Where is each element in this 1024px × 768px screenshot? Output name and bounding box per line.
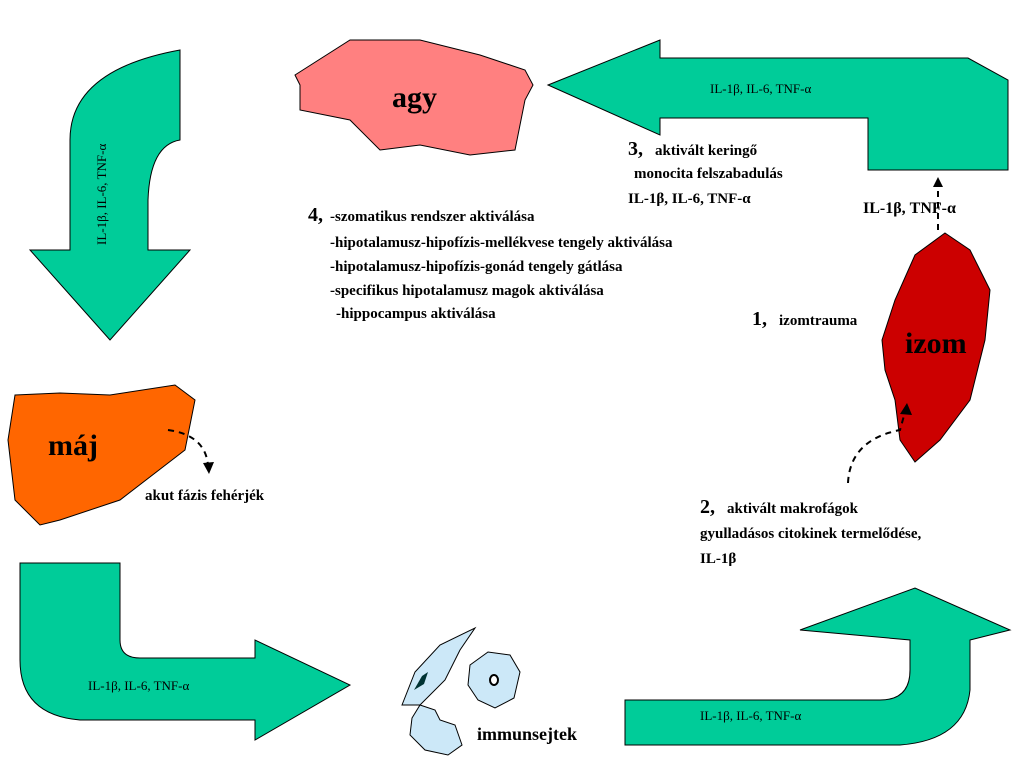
- step-4-item: -hippocampus aktiválása: [336, 306, 496, 322]
- immune-cell-irregular: [409, 704, 463, 756]
- step-4-item: -hipotalamusz-hipofízis-mellékvese tenge…: [330, 235, 673, 251]
- step-1: 1, izomtrauma: [752, 308, 858, 330]
- step-2-line3: IL-1β: [700, 551, 736, 567]
- immune-cells: [401, 626, 521, 756]
- arrow-bottom-left: [19, 562, 352, 741]
- dashed-arrow-makrofag-to-muscle: [847, 403, 912, 484]
- muscle-label: izom: [905, 327, 967, 360]
- liver-shape: [7, 384, 196, 526]
- arrow-top-right: [546, 39, 1009, 171]
- arrow-left-vertical-label: IL-1β, IL-6, TNF-α: [94, 144, 109, 245]
- liver-label: máj: [48, 429, 98, 462]
- step-4-number: 4,: [308, 204, 323, 226]
- immune-label: immunsejtek: [477, 724, 577, 744]
- step-4-line1: -szomatikus rendszer aktiválása: [330, 209, 535, 225]
- step-4-item: -hipotalamusz-hipofízis-gonád tengely gá…: [330, 259, 623, 275]
- muscle-shape: [881, 232, 991, 463]
- step-1-text: izomtrauma: [779, 313, 858, 329]
- step-2: 2, aktivált makrofágok gyulladásos citok…: [700, 496, 921, 567]
- dashed-arrow-muscle-to-arrow: [933, 177, 943, 230]
- muscle-out-label: IL-1β, TNF-α: [863, 200, 956, 217]
- brain-shape: [294, 39, 534, 156]
- step-2-number: 2,: [700, 496, 715, 518]
- liver-out-label: akut fázis fehérjék: [145, 488, 265, 504]
- immune-cell-elongated: [401, 626, 477, 706]
- step-4: 4, -szomatikus rendszer aktiválása -hipo…: [308, 204, 673, 322]
- step-3-number: 3,: [628, 138, 643, 160]
- arrow-bottom-left-label: IL-1β, IL-6, TNF-α: [88, 678, 189, 693]
- step-3: 3, aktivált keringő monocita felszabadul…: [628, 138, 783, 207]
- dashed-arrow-liver-to-proteins: [167, 429, 214, 474]
- step-3-line2: monocita felszabadulás: [634, 166, 783, 182]
- immune-cell-round-nucleus: [489, 674, 499, 686]
- arrow-top-right-label: IL-1β, IL-6, TNF-α: [710, 81, 811, 96]
- step-2-line2: gyulladásos citokinek termelődése,: [700, 526, 921, 542]
- step-1-number: 1,: [752, 308, 767, 330]
- step-2-line1: aktivált makrofágok: [727, 501, 859, 517]
- step-3-line1: aktivált keringő: [655, 143, 758, 159]
- arrow-left-vertical: [28, 49, 192, 341]
- arrow-bottom-right-label: IL-1β, IL-6, TNF-α: [700, 708, 801, 723]
- step-3-line3: IL-1β, IL-6, TNF-α: [628, 191, 751, 207]
- step-4-item: -specifikus hipotalamusz magok aktiválás…: [330, 283, 604, 299]
- brain-label: agy: [392, 81, 437, 114]
- immune-cell-nucleus: [414, 672, 428, 690]
- arrow-bottom-right: [624, 587, 1012, 746]
